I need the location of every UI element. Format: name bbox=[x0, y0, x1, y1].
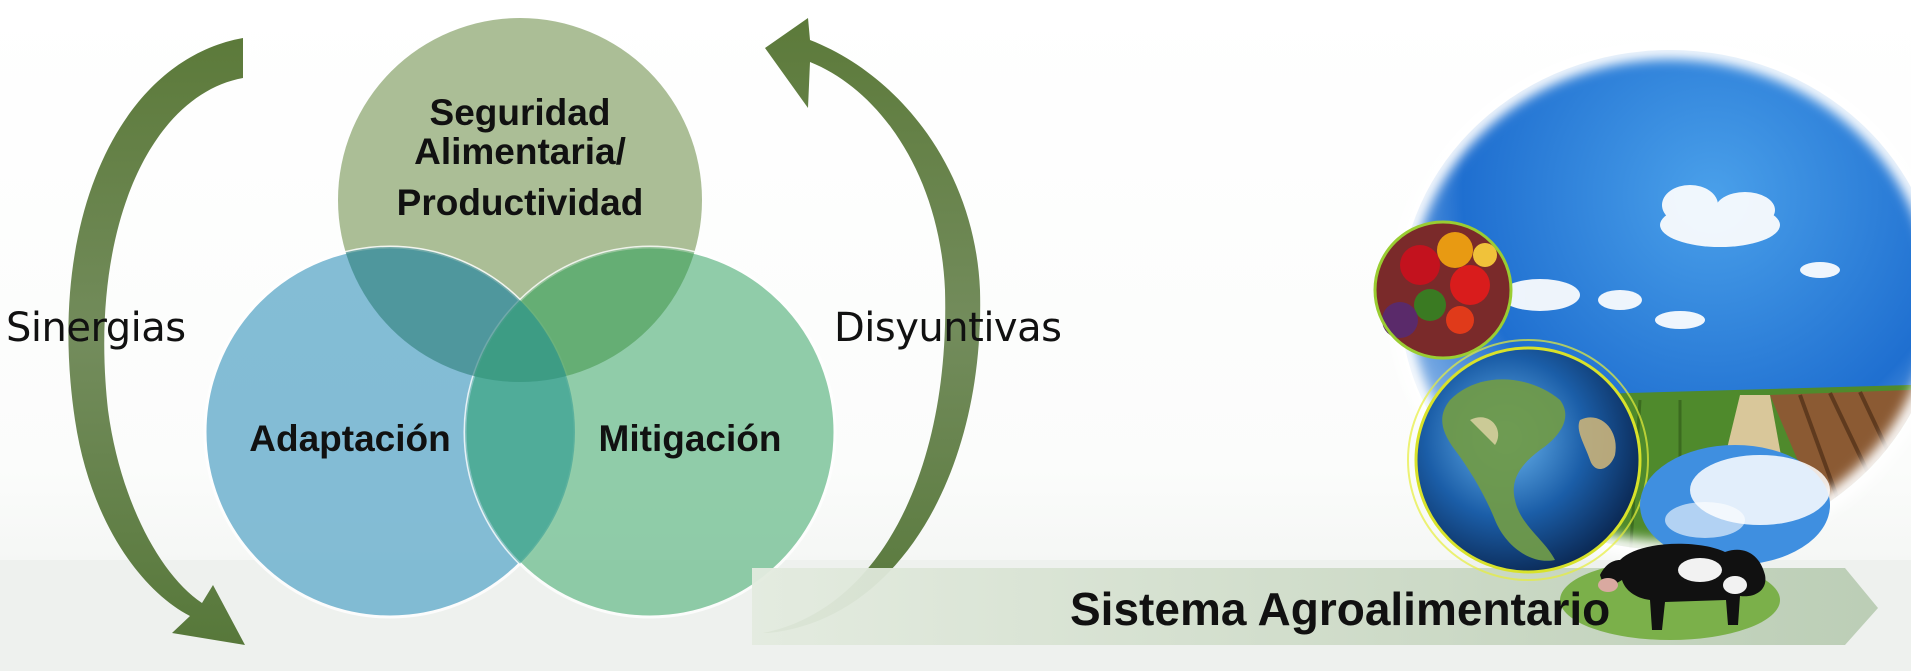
adaptacion-label: Adaptación bbox=[249, 418, 451, 459]
mitigacion-label: Mitigación bbox=[598, 418, 782, 459]
sistema-agroalimentario-label: Sistema Agroalimentario bbox=[1070, 583, 1611, 635]
top-label-line1: Seguridad bbox=[429, 92, 611, 133]
top-label-line2: Alimentaria/ bbox=[414, 130, 626, 172]
water-image bbox=[1640, 445, 1830, 565]
top-label-line3: Productividad bbox=[396, 181, 644, 223]
disyuntivas-label: Disyuntivas bbox=[834, 305, 1062, 351]
disyuntivas-arrow bbox=[763, 18, 981, 633]
sinergias-label: Sinergias bbox=[6, 305, 186, 351]
top-circle-label: Seguridad Alimentaria/ Productividad bbox=[380, 92, 660, 223]
produce-image bbox=[1373, 220, 1513, 360]
agro-photo-collage bbox=[1373, 41, 1911, 640]
clouds bbox=[1500, 185, 1840, 329]
cow-image bbox=[1560, 543, 1780, 640]
venn-diagram bbox=[203, 18, 837, 619]
sinergias-arrow bbox=[68, 38, 245, 645]
globe-image bbox=[1407, 339, 1649, 581]
